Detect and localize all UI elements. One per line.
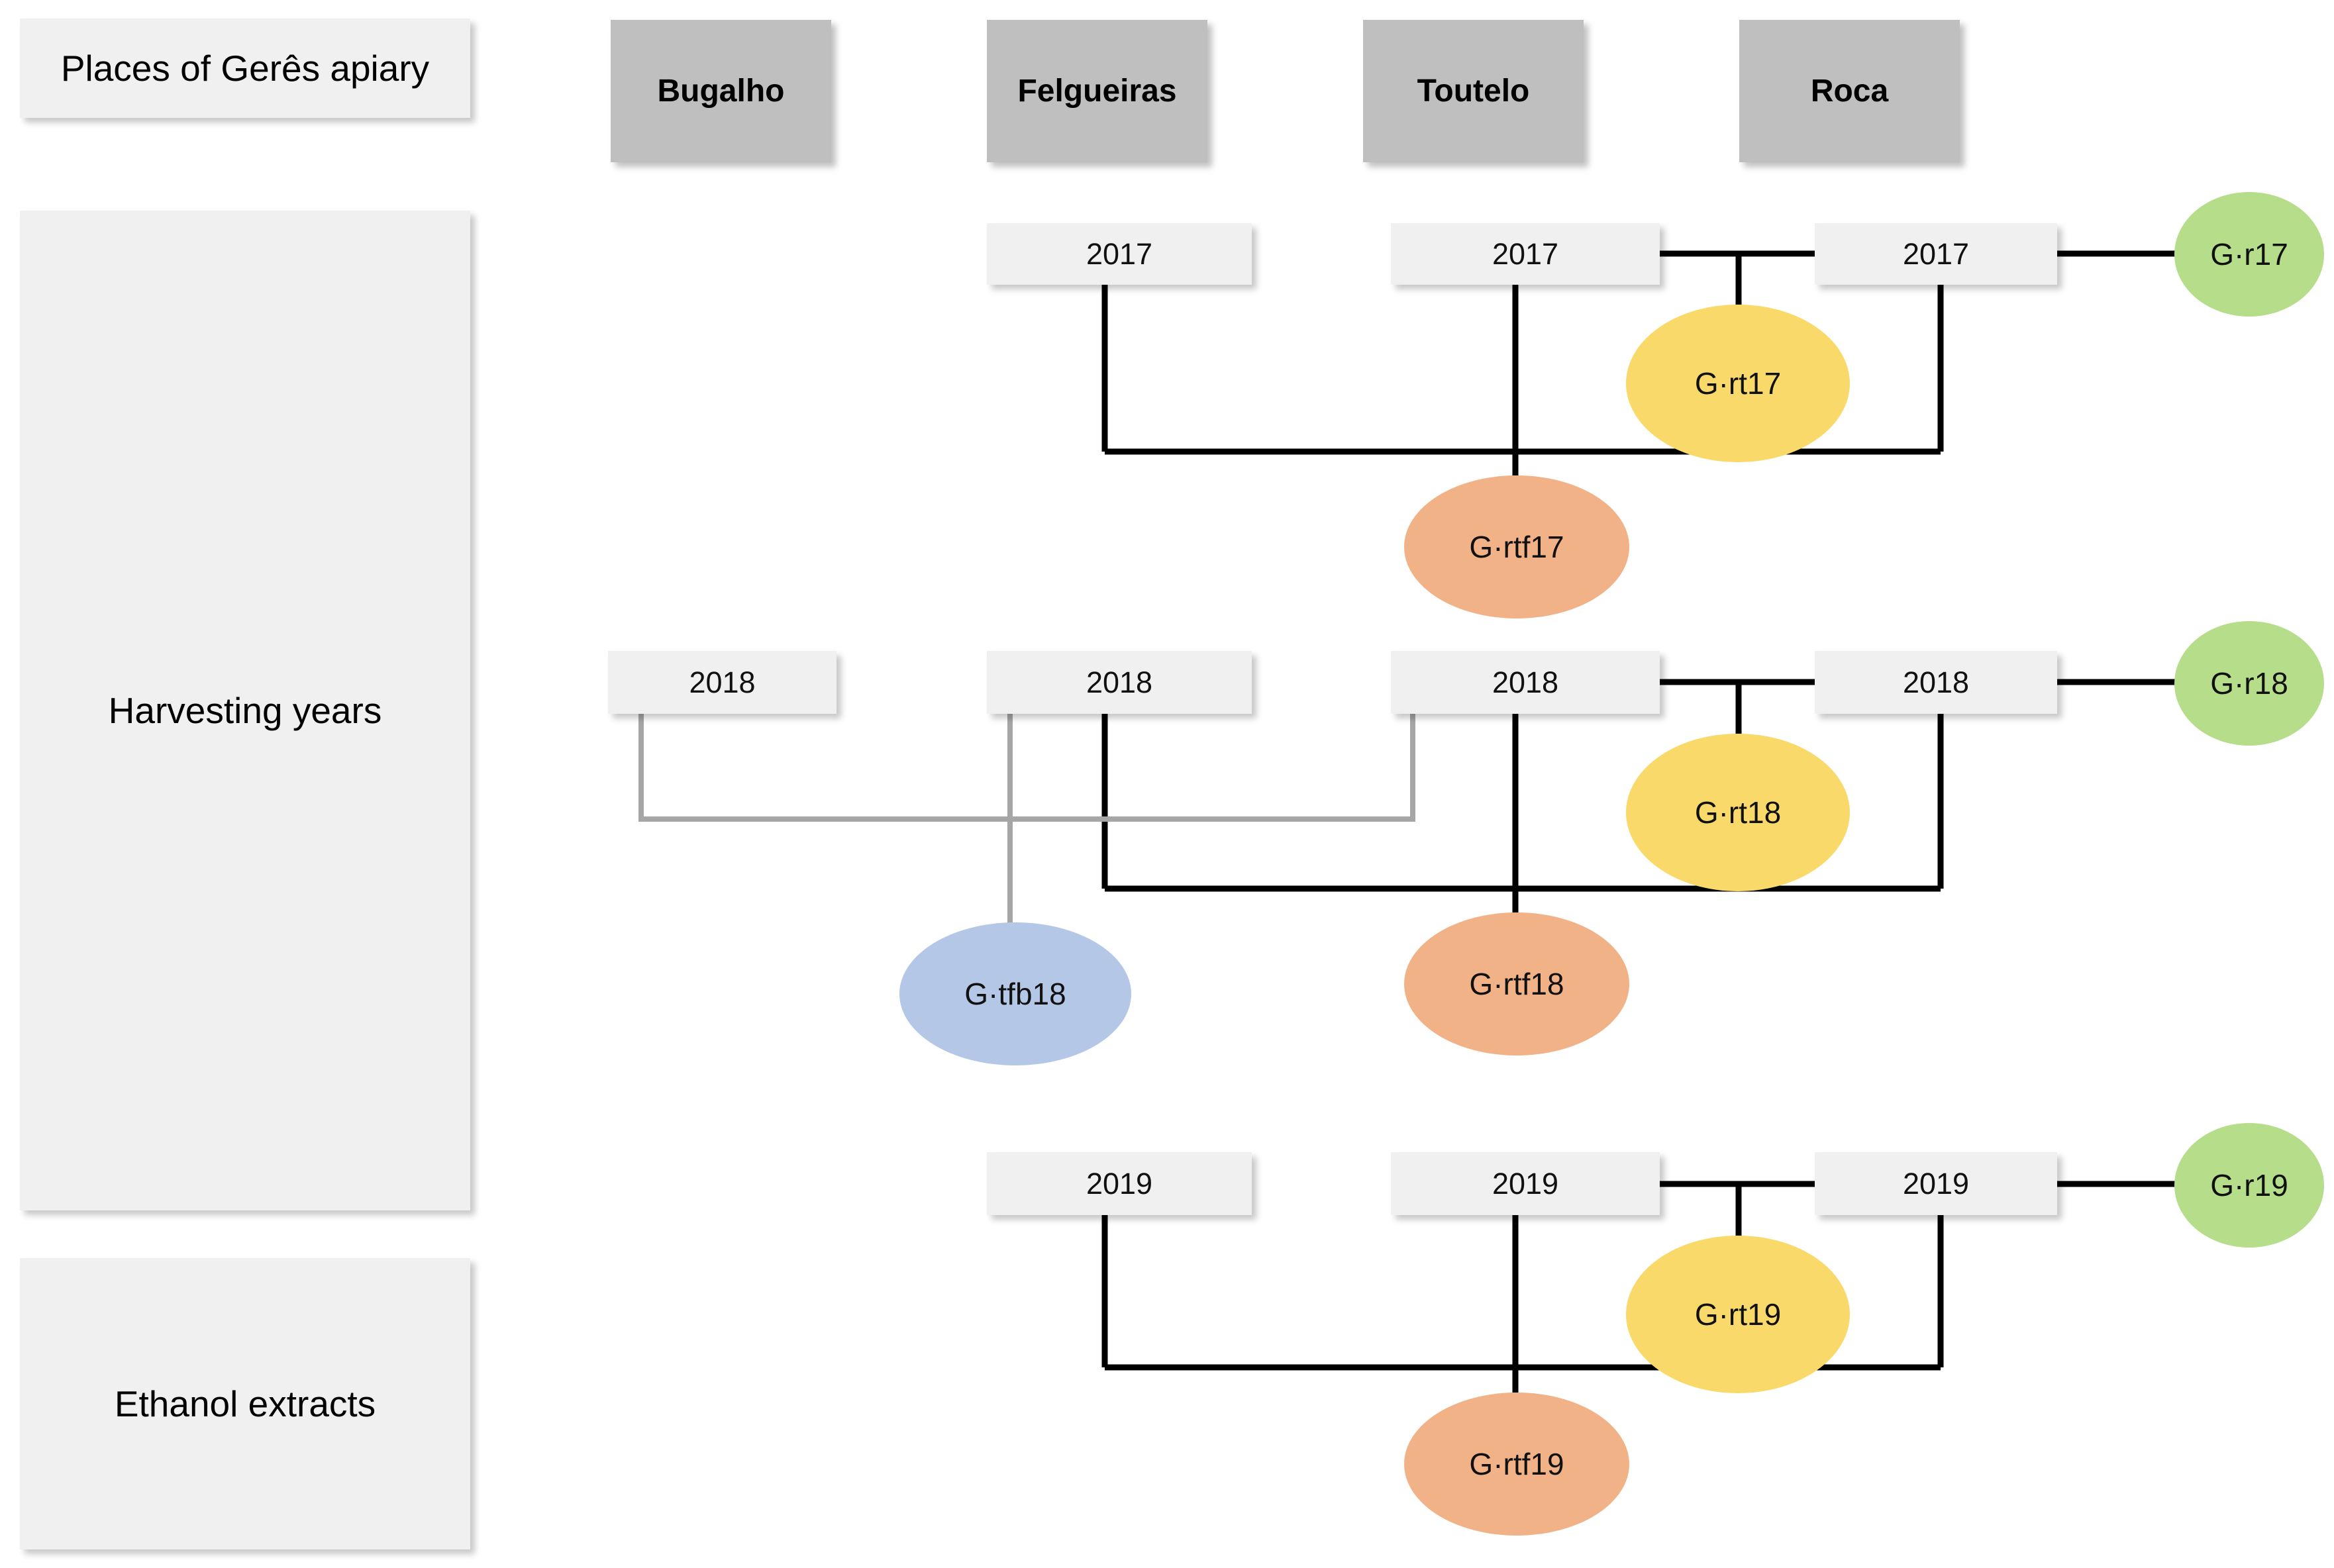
place-header-felgueiras-text: Felgueiras <box>1017 74 1177 109</box>
place-header-felgueiras: Felgueiras <box>987 20 1207 162</box>
year-box-felgueiras-2019: 2019 <box>987 1152 1252 1215</box>
extract-ellipse-g-r19: G·r19 <box>2174 1123 2324 1248</box>
extract-ellipse-g-r18: G·r18 <box>2174 621 2324 746</box>
extract-ellipse-g-rt18: G·rt18 <box>1626 734 1850 891</box>
row-label-harvesting-years-text: Harvesting years <box>108 690 382 731</box>
year-box-roca-2019-text: 2019 <box>1902 1166 1970 1200</box>
year-box-felgueiras-2019-text: 2019 <box>1086 1166 1153 1200</box>
year-box-toutelo-2018-text: 2018 <box>1492 665 1559 699</box>
extract-ellipse-g-r17: G·r17 <box>2174 192 2324 317</box>
place-header-toutelo-text: Toutelo <box>1417 74 1530 109</box>
year-box-bugalho-2018-text: 2018 <box>689 665 756 699</box>
extract-ellipse-g-r19-text: G·r19 <box>2210 1168 2288 1202</box>
extract-ellipse-g-rtf17: G·rtf17 <box>1404 475 1629 618</box>
year-box-toutelo-2019: 2019 <box>1391 1152 1660 1215</box>
extract-ellipse-g-r17-text: G·r17 <box>2210 237 2288 271</box>
extract-ellipse-g-tfb18-text: G·tfb18 <box>964 977 1066 1011</box>
year-box-felgueiras-2018-text: 2018 <box>1086 665 1153 699</box>
year-box-roca-2017: 2017 <box>1815 223 2057 285</box>
year-box-bugalho-2018: 2018 <box>608 651 837 714</box>
extract-ellipse-g-rt19-text: G·rt19 <box>1694 1297 1782 1332</box>
place-header-roca: Roca <box>1739 20 1960 162</box>
extract-ellipse-g-rt19: G·rt19 <box>1626 1236 1850 1393</box>
year-box-felgueiras-2018: 2018 <box>987 651 1252 714</box>
place-header-roca-text: Roca <box>1810 74 1889 109</box>
year-box-roca-2018: 2018 <box>1815 651 2057 714</box>
year-box-toutelo-2018: 2018 <box>1391 651 1660 714</box>
extract-ellipse-g-rtf18-text: G·rtf18 <box>1469 967 1564 1001</box>
row-label-places-text: Places of Gerês apiary <box>60 48 430 89</box>
row-label-ethanol-extracts-text: Ethanol extracts <box>114 1383 376 1424</box>
row-label-harvesting-years: Harvesting years <box>20 211 470 1210</box>
year-box-felgueiras-2017: 2017 <box>987 223 1252 285</box>
row-label-places: Places of Gerês apiary <box>20 19 470 118</box>
year-box-roca-2017-text: 2017 <box>1902 236 1970 271</box>
extract-ellipse-g-rt17: G·rt17 <box>1626 305 1850 462</box>
extract-ellipse-g-rtf19: G·rtf19 <box>1404 1393 1629 1536</box>
extract-ellipse-g-rtf18: G·rtf18 <box>1404 912 1629 1055</box>
year-box-roca-2018-text: 2018 <box>1902 665 1970 699</box>
wire-2018-bugalho-gray-path <box>638 714 1415 822</box>
year-box-toutelo-2019-text: 2019 <box>1492 1166 1559 1200</box>
place-header-toutelo: Toutelo <box>1363 20 1584 162</box>
year-box-roca-2019: 2019 <box>1815 1152 2057 1215</box>
place-header-bugalho-text: Bugalho <box>657 74 785 109</box>
extract-ellipse-g-rt18-text: G·rt18 <box>1694 795 1782 830</box>
row-label-ethanol-extracts: Ethanol extracts <box>20 1258 470 1549</box>
extract-ellipse-g-rt17-text: G·rt17 <box>1694 366 1782 401</box>
year-box-felgueiras-2017-text: 2017 <box>1086 236 1153 271</box>
extract-ellipse-g-tfb18: G·tfb18 <box>899 922 1131 1065</box>
extract-ellipse-g-rtf19-text: G·rtf19 <box>1469 1447 1564 1481</box>
place-header-bugalho: Bugalho <box>611 20 831 162</box>
extract-ellipse-g-r18-text: G·r18 <box>2210 666 2288 701</box>
year-box-toutelo-2017-text: 2017 <box>1492 236 1559 271</box>
extract-ellipse-g-rtf17-text: G·rtf17 <box>1469 530 1564 564</box>
year-box-toutelo-2017: 2017 <box>1391 223 1660 285</box>
